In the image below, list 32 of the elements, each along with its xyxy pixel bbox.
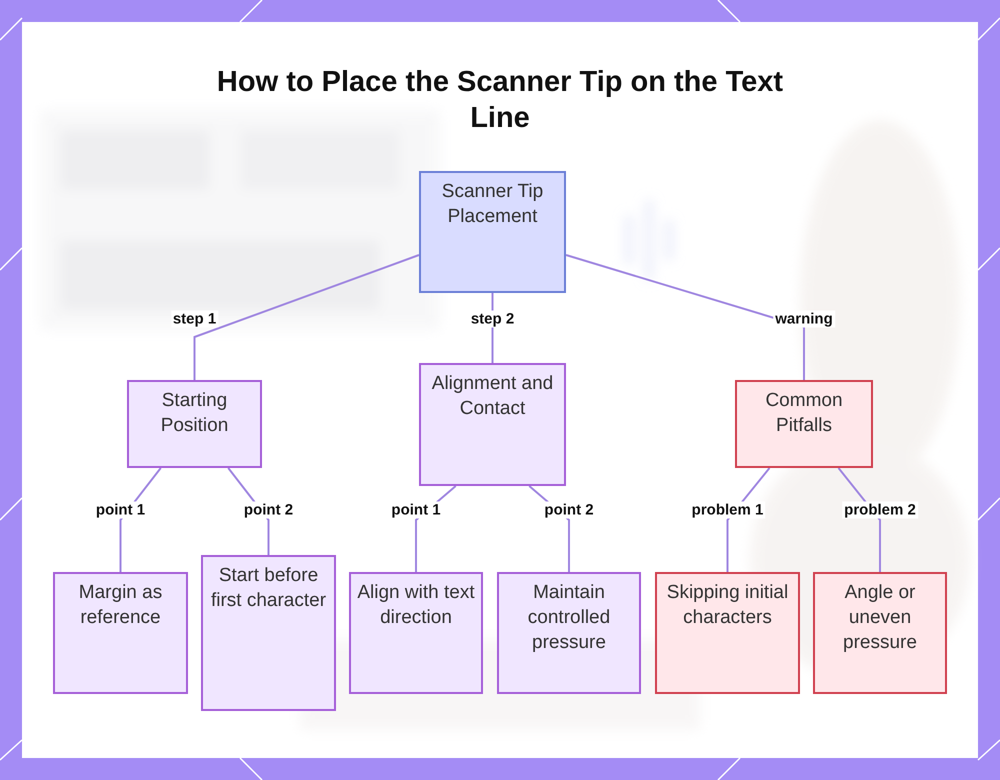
connector-line (566, 254, 805, 380)
edge-label: step 2 (468, 310, 516, 328)
title: How to Place the Scanner Tip on the Text Line (216, 65, 784, 136)
process-box (497, 572, 641, 694)
process-box (655, 572, 800, 694)
process-box (419, 171, 566, 293)
node-text: Margin as reference (78, 581, 164, 630)
node-text: Alignment and Contact (430, 372, 554, 421)
edge-label: step 1 (170, 310, 218, 328)
process-box (53, 572, 188, 694)
connector-line (194, 254, 420, 380)
process-box (419, 363, 566, 486)
node-text: Start before first character (210, 564, 328, 613)
process-box (127, 380, 262, 468)
edge-label: point 1 (389, 502, 443, 518)
edge-label: point 1 (94, 502, 148, 518)
process-box (349, 572, 483, 694)
node-text: Maintain controlled pressure (526, 581, 612, 655)
edge-label: point 2 (242, 502, 296, 518)
node-text: Angle or uneven pressure (842, 581, 918, 655)
node-text: Common Pitfalls (764, 389, 844, 438)
node-text: Starting Position (160, 389, 230, 438)
node-text: Scanner Tip Placement (440, 180, 544, 229)
node-text: Skipping initial characters (666, 581, 790, 630)
process-box (735, 380, 873, 468)
process-box (813, 572, 947, 694)
edge-label: problem 1 (690, 502, 766, 518)
process-box (201, 555, 336, 711)
edge-label: warning (773, 310, 835, 328)
edge-label: point 2 (542, 502, 596, 518)
node-text: Align with text direction (356, 581, 476, 630)
edge-label: problem 2 (842, 502, 918, 518)
